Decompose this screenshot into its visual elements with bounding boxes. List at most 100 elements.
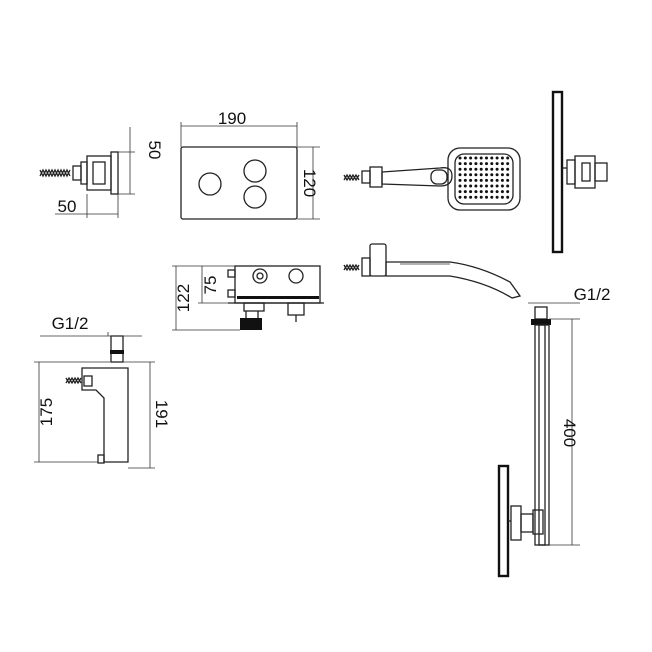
nozzle-dot xyxy=(490,190,494,194)
nozzle-dot xyxy=(506,156,510,160)
nozzle-dot xyxy=(463,173,467,177)
nozzle-dot xyxy=(463,195,467,199)
nozzle-dot xyxy=(490,156,494,160)
nozzle-dot xyxy=(490,173,494,177)
dim-arm-length: 400 xyxy=(560,419,579,447)
nozzle-dot xyxy=(463,184,467,188)
nozzle-dot xyxy=(463,178,467,182)
nozzle-dot xyxy=(458,184,462,188)
dim-spout-191: 191 xyxy=(152,400,171,428)
dim-plate-width: 190 xyxy=(218,109,246,128)
hand-shower-front xyxy=(343,147,521,211)
nozzle-dot xyxy=(485,178,488,182)
nozzle-dot xyxy=(490,184,494,188)
nozzle-dot xyxy=(490,178,494,182)
nozzle-dot xyxy=(479,178,483,182)
nozzle-dot xyxy=(469,190,473,194)
nozzle-dot xyxy=(485,195,488,199)
nozzle-dot xyxy=(474,173,478,177)
nozzle-dot xyxy=(506,173,510,177)
dim-box-122: 122 xyxy=(174,284,193,312)
dim-arm-thread: G1/2 xyxy=(574,285,611,304)
nozzle-dot xyxy=(500,195,504,199)
nozzle-dot xyxy=(458,167,462,171)
nozzle-dot xyxy=(469,173,473,177)
nozzle-dot xyxy=(458,162,462,166)
nozzle-dot xyxy=(458,178,462,182)
nozzle-dot xyxy=(469,178,473,182)
nozzle-dot xyxy=(506,162,510,166)
nozzle-dot xyxy=(474,190,478,194)
nozzle-dot xyxy=(469,167,473,171)
nozzle-dot xyxy=(474,178,478,182)
nozzle-dot xyxy=(506,167,510,171)
nozzle-dot xyxy=(500,156,504,160)
dim-plate-height: 120 xyxy=(300,169,319,197)
nozzle-dot xyxy=(463,162,467,166)
nozzle-dot xyxy=(495,167,499,171)
nozzle-dot xyxy=(495,190,499,194)
nozzle-dot xyxy=(479,184,483,188)
dim-spout-thread: G1/2 xyxy=(52,314,89,333)
nozzle-dot xyxy=(506,195,510,199)
nozzle-dot xyxy=(485,173,488,177)
nozzle-dot xyxy=(495,178,499,182)
nozzle-dot xyxy=(469,162,473,166)
nozzle-dot xyxy=(485,162,488,166)
nozzle-dot xyxy=(458,190,462,194)
nozzle-dot xyxy=(458,195,462,199)
spout-view xyxy=(34,332,155,469)
nozzle-dot xyxy=(506,190,510,194)
dim-spout-175: 175 xyxy=(37,398,56,426)
dim-box-75: 75 xyxy=(201,276,220,295)
nozzle-dot xyxy=(485,156,488,160)
dim-elbow-height: 50 xyxy=(145,141,164,160)
nozzle-dot xyxy=(479,156,483,160)
overhead-shower-side-top xyxy=(551,90,608,254)
nozzle-dot xyxy=(474,195,478,199)
nozzle-dot xyxy=(458,156,462,160)
nozzle-dot xyxy=(495,195,499,199)
nozzle-dot xyxy=(474,184,478,188)
shower-arm-view xyxy=(497,302,580,578)
nozzle-dot xyxy=(479,195,483,199)
nozzle-dot xyxy=(469,156,473,160)
nozzle-dot xyxy=(474,167,478,171)
nozzle-dot xyxy=(474,156,478,160)
nozzle-dot xyxy=(469,195,473,199)
nozzle-dot xyxy=(500,167,504,171)
dim-elbow-width: 50 xyxy=(58,197,77,216)
nozzle-dot xyxy=(495,156,499,160)
nozzle-dot xyxy=(500,190,504,194)
hand-shower-side xyxy=(343,243,522,299)
nozzle-dot xyxy=(479,173,483,177)
nozzle-dot xyxy=(506,178,510,182)
concealed-box-view xyxy=(172,265,324,331)
nozzle-dot xyxy=(479,162,483,166)
nozzle-dot xyxy=(500,162,504,166)
nozzle-dot xyxy=(469,184,473,188)
nozzle-dot xyxy=(485,190,488,194)
nozzle-dot xyxy=(485,184,488,188)
nozzle-dot xyxy=(490,195,494,199)
nozzle-dot xyxy=(479,167,483,171)
nozzle-dot xyxy=(500,173,504,177)
nozzle-dot xyxy=(463,167,467,171)
nozzle-dot xyxy=(500,178,504,182)
nozzle-dot xyxy=(479,190,483,194)
nozzle-dot xyxy=(490,162,494,166)
nozzle-dot xyxy=(474,162,478,166)
nozzle-dot xyxy=(485,167,488,171)
nozzle-dot xyxy=(463,190,467,194)
nozzle-dot xyxy=(495,173,499,177)
nozzle-dot xyxy=(495,162,499,166)
nozzle-dot xyxy=(458,173,462,177)
nozzle-grid xyxy=(458,156,510,199)
nozzle-dot xyxy=(463,156,467,160)
nozzle-dot xyxy=(506,184,510,188)
wall-elbow-view xyxy=(39,127,135,218)
nozzle-dot xyxy=(490,167,494,171)
nozzle-dot xyxy=(495,184,499,188)
